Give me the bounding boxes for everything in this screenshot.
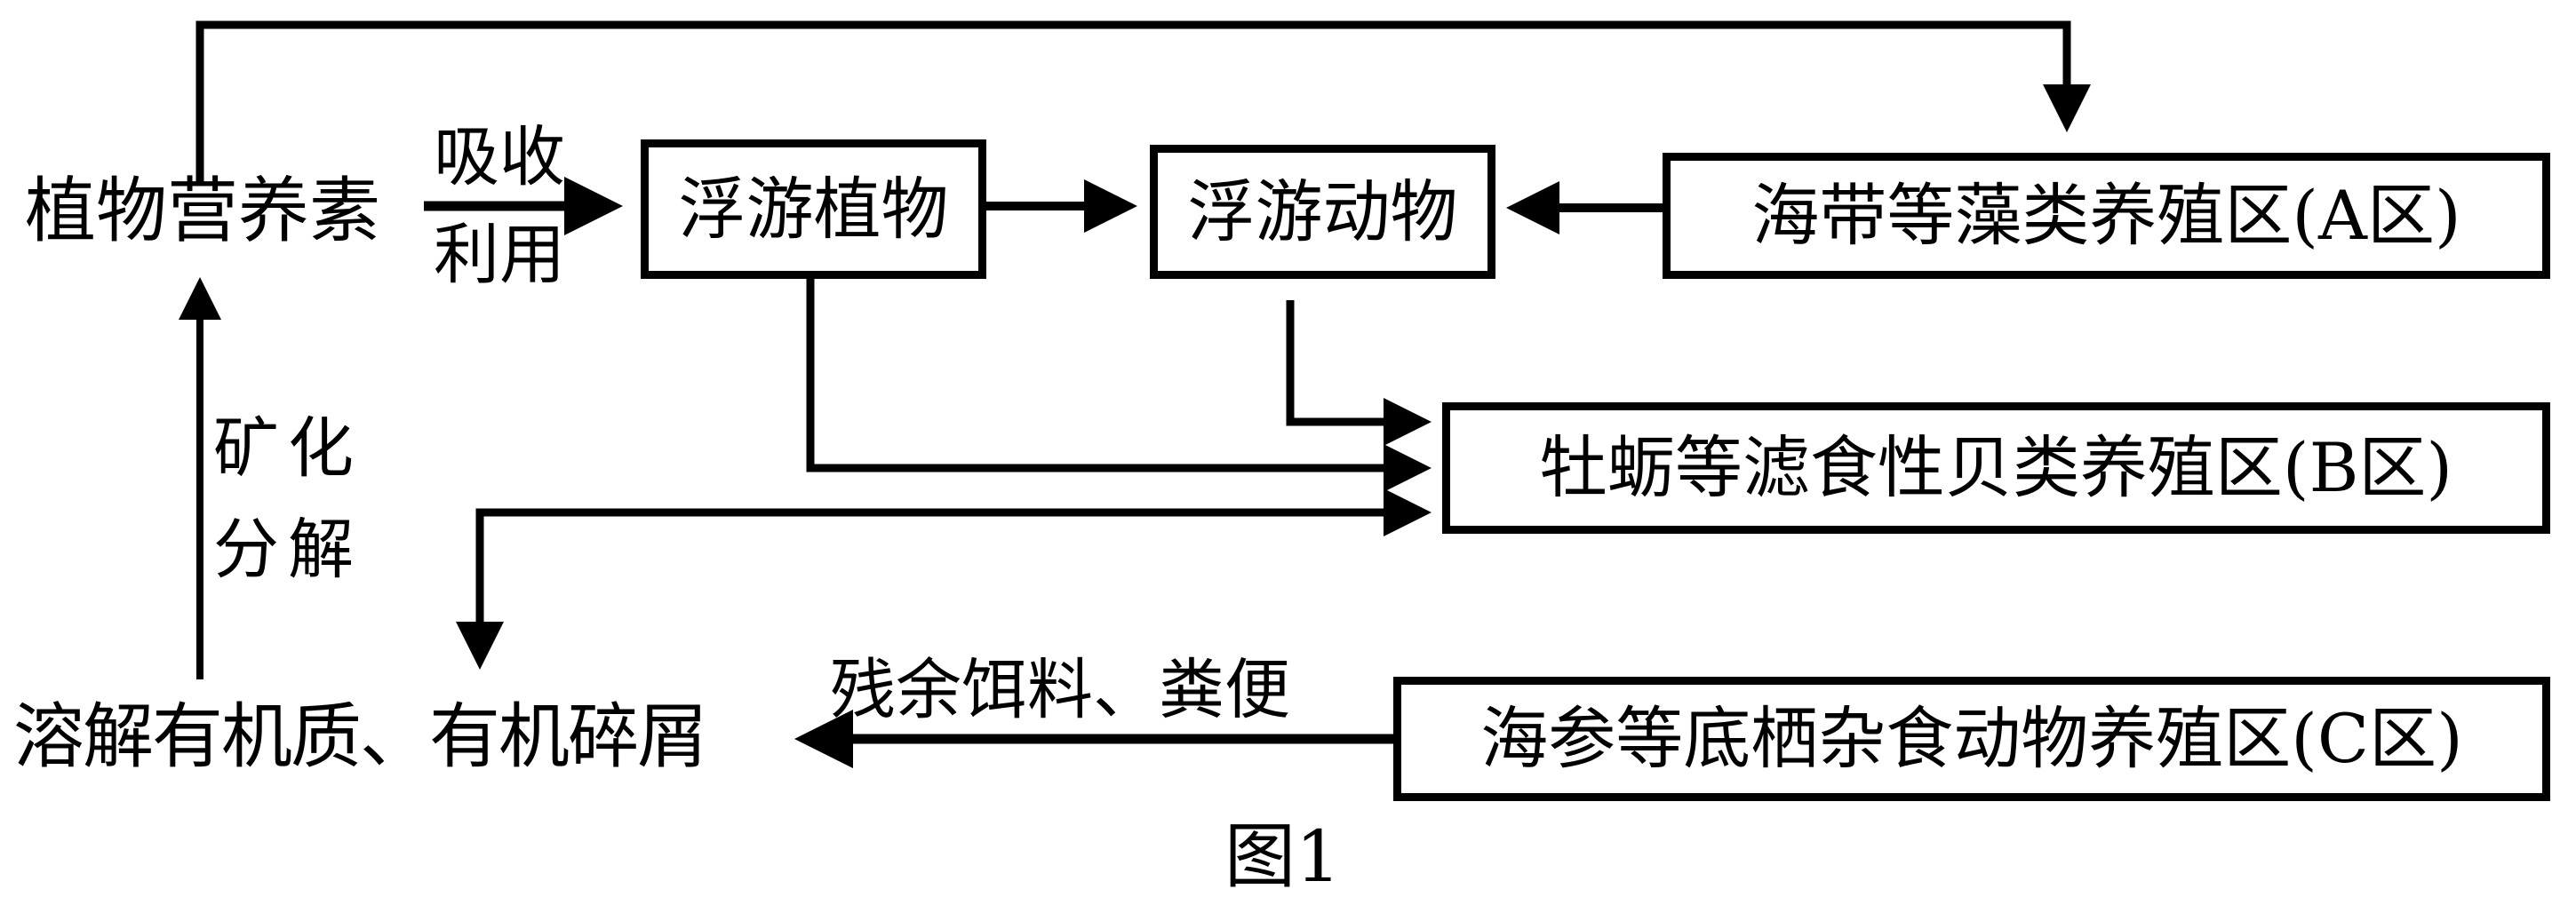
edge-label-absorb-top: 吸收 — [434, 119, 565, 195]
node-zone-c: 海参等底栖杂食动物养殖区(C区) — [1393, 677, 2550, 801]
node-phytoplankton-label: 浮游植物 — [678, 169, 949, 249]
edge-zooplankton-to-zone-b — [1286, 300, 1432, 446]
edge-label-absorb-bottom: 利用 — [434, 217, 565, 293]
figure-caption: 图1 — [1224, 815, 1341, 898]
node-zone-c-label: 海参等底栖杂食动物养殖区(C区) — [1480, 699, 2463, 778]
edge-zone-b-to-organic-matter — [456, 508, 1424, 670]
node-zone-b: 牡蛎等滤食性贝类养殖区(B区) — [1442, 402, 2550, 534]
node-zone-a: 海带等藻类养殖区(A区) — [1663, 153, 2550, 279]
edge-phytoplankton-to-zone-b — [806, 279, 1432, 492]
node-zone-b-label: 牡蛎等滤食性贝类养殖区(B区) — [1539, 428, 2453, 507]
node-nutrients: 植物营养素 — [25, 170, 380, 252]
node-organic-matter: 溶解有机质、有机碎屑 — [13, 695, 708, 778]
edge-label-mineral-top: 矿化 — [213, 410, 363, 487]
node-zooplankton-label: 浮游动物 — [1187, 171, 1458, 251]
node-zooplankton: 浮游动物 — [1150, 145, 1495, 279]
node-phytoplankton: 浮游植物 — [641, 139, 986, 279]
edge-label-mineral-bottom: 分解 — [213, 512, 363, 588]
node-zone-a-label: 海带等藻类养殖区(A区) — [1751, 176, 2461, 255]
edge-nutrients-to-zone-a — [195, 20, 2091, 182]
edge-label-residue: 残余饵料、粪便 — [830, 652, 1290, 728]
